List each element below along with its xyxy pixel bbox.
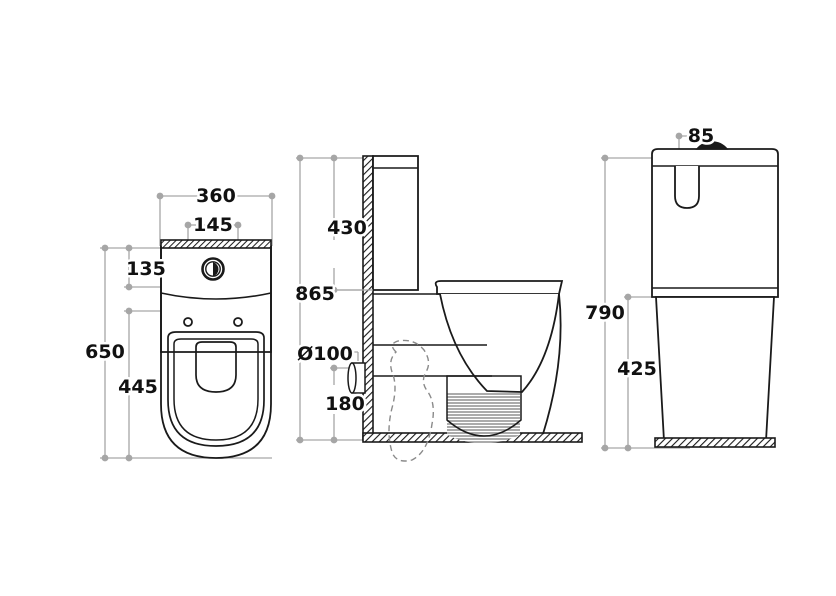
floor-hatched-front xyxy=(654,437,776,448)
dimension-label-side-430: 430 xyxy=(327,217,367,239)
dimension-label-front-790: 790 xyxy=(585,302,625,324)
bowl-opening xyxy=(195,341,237,393)
trap-water-outline xyxy=(446,375,522,437)
top-dimension-markers xyxy=(101,192,276,462)
dimension-label-top-650: 650 xyxy=(85,341,125,363)
dimension-label-side-diameter100: Ø100 xyxy=(297,343,353,365)
dimension-label-front-425: 425 xyxy=(617,358,657,380)
dimension-label-side-180: 180 xyxy=(325,393,365,415)
fixing-hole-left xyxy=(183,317,193,327)
seat-inner-ring xyxy=(173,338,259,441)
seat-lid-side xyxy=(434,280,564,295)
cistern-side-body xyxy=(372,155,419,291)
fixing-hole-right xyxy=(233,317,243,327)
cistern-lid-curve xyxy=(160,292,272,300)
view-front: 85 790 425 xyxy=(583,123,779,452)
trap-water-hatched xyxy=(447,393,520,444)
front-dimension-markers xyxy=(601,132,714,452)
view-top: 360 145 135 650 445 xyxy=(83,183,276,462)
cistern-lid-hatched-edge xyxy=(160,239,272,249)
bowl-body-side xyxy=(439,293,560,393)
inlet-notch xyxy=(674,166,700,209)
bowl-outer-skirt xyxy=(542,293,562,435)
cistern-front-body xyxy=(651,148,779,298)
dual-flush-button[interactable] xyxy=(201,257,225,281)
dimension-label-side-865: 865 xyxy=(295,283,335,305)
dimension-label-top-145: 145 xyxy=(193,214,233,236)
flush-button-profile[interactable] xyxy=(695,141,729,150)
dimension-label-top-135: 135 xyxy=(126,258,166,280)
waste-outlet-pipe xyxy=(347,362,366,394)
dimension-label-top-360: 360 xyxy=(196,185,236,207)
dimension-label-front-85: 85 xyxy=(688,125,714,147)
pan-plan-outline xyxy=(160,400,272,459)
hidden-trap-dashed xyxy=(388,339,435,462)
view-side: 430 865 Ø100 180 xyxy=(293,154,583,462)
seat-outer-ring xyxy=(167,331,265,447)
pedestal-front xyxy=(655,296,775,442)
dimension-label-top-445: 445 xyxy=(118,376,158,398)
side-dimension-markers xyxy=(296,154,338,444)
